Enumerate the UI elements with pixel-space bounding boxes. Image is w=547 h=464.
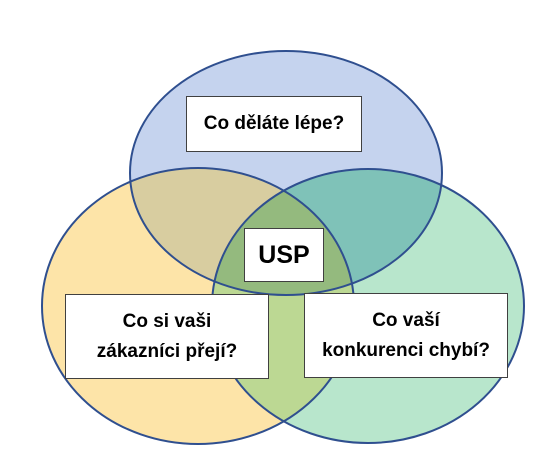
left-label: Co si vaši zákazníci přejí? xyxy=(96,311,238,362)
top-label: Co děláte lépe? xyxy=(203,113,345,135)
top-circle-outline xyxy=(129,50,443,296)
usp-label: USP xyxy=(258,240,310,269)
right-label-box: Co vaší konkurenci chybí? xyxy=(304,293,508,378)
left-label-box: Co si vaši zákazníci přejí? xyxy=(65,294,269,379)
top-label-box: Co děláte lépe? xyxy=(186,96,362,152)
center-label-box: USP xyxy=(244,228,324,282)
right-label: Co vaší konkurenci chybí? xyxy=(322,310,490,361)
